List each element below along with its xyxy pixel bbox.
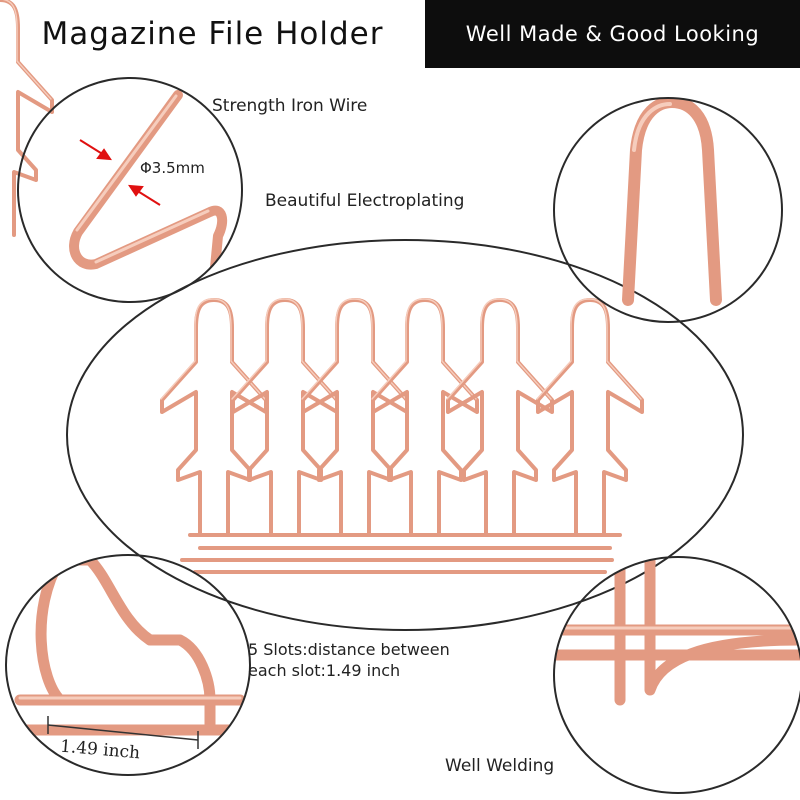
detail-circle-bottom-right: [553, 556, 800, 794]
product-tagline: Well Made & Good Looking: [465, 22, 760, 46]
detail-wire-closeup: [69, 90, 228, 302]
wire-label: Strength Iron Wire: [212, 96, 368, 116]
detail-circle-bottom-left: [5, 554, 251, 776]
detail-circle-top-left: [17, 77, 243, 303]
product-title: Magazine File Holder: [41, 16, 384, 52]
detail-slot-closeup: [14, 555, 246, 736]
detail-plating-closeup: [622, 98, 722, 306]
wire-plane-frame: [0, 0, 54, 237]
diameter-arrows: [79, 139, 161, 206]
tagline-banner: Well Made & Good Looking: [425, 0, 800, 68]
plating-label: Beautiful Electroplating: [265, 191, 465, 211]
detail-welding-closeup: [554, 557, 800, 706]
title-banner: Magazine File Holder: [0, 0, 425, 68]
slot-measure-line: [47, 716, 199, 749]
welding-label: Well Welding: [445, 756, 555, 776]
slots-label-line1: 5 Slots:distance between: [248, 640, 450, 659]
detail-circle-top-right: [553, 97, 783, 323]
slots-label-line2: each slot:1.49 inch: [248, 661, 401, 680]
file-holder-product: [0, 0, 644, 574]
diameter-label: Φ3.5mm: [140, 159, 205, 177]
